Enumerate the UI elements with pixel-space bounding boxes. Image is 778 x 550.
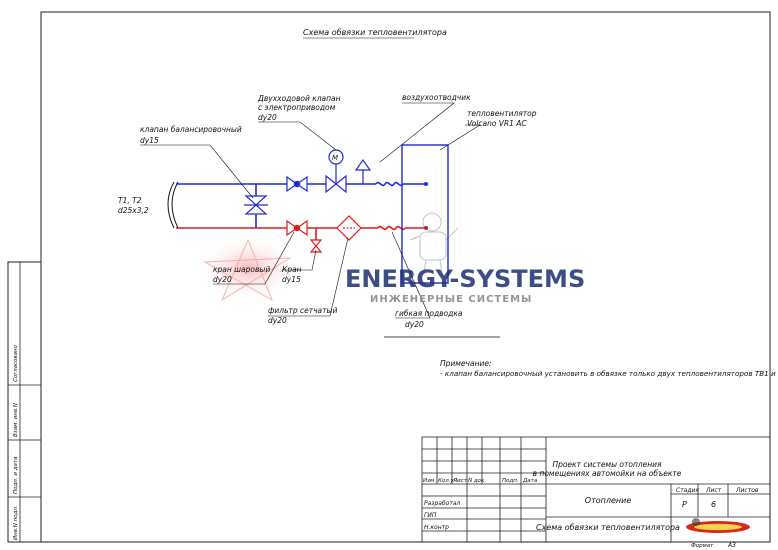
tb-sheets-header: Листов xyxy=(735,487,759,494)
pipe-break xyxy=(167,181,179,229)
label-ball-valve-2: dy20 xyxy=(213,275,232,284)
watermark-star xyxy=(203,238,292,302)
motor-symbol: M xyxy=(332,154,338,162)
stamp-replaced-inv: Взам. инв.N xyxy=(13,403,19,437)
note-text: - клапан балансировочный установить в об… xyxy=(440,369,778,378)
label-two-way-valve-3: dy20 xyxy=(258,113,277,122)
label-drain-valve-1: Кран xyxy=(282,265,302,274)
stamp-agreed: Согласовано xyxy=(13,344,19,382)
tb-col-list: Лист xyxy=(452,478,468,484)
label-ball-valve-1: кран шаровый xyxy=(213,265,270,274)
label-fan-heater-2: Volcano VR1 AC xyxy=(467,119,527,128)
fan-heater-unit xyxy=(401,144,449,284)
tb-stage: Р xyxy=(682,500,687,509)
balancing-valve-symbol xyxy=(244,195,268,215)
label-pipes-2: d25x3,2 xyxy=(118,206,149,215)
drain-valve-symbol xyxy=(309,239,323,253)
stamp-sign-date: Подп. и дата xyxy=(13,456,19,494)
tb-format: А3 xyxy=(727,542,736,549)
supply-ball-valve-symbol xyxy=(286,175,308,193)
tb-section: Отопление xyxy=(585,496,632,505)
tb-col-ndoc: N док. xyxy=(468,478,486,484)
watermark-mascot-icon xyxy=(409,212,459,273)
label-flex-hose-1: гибкая подводка xyxy=(395,309,463,318)
diagram-title: Схема обвязки тепловентилятора xyxy=(303,28,447,37)
label-strainer-2: dy20 xyxy=(268,316,287,325)
tb-project-1: Проект системы отопления xyxy=(552,460,662,469)
label-two-way-valve-2: с электроприводом xyxy=(258,103,336,112)
return-ball-valve-symbol xyxy=(286,219,308,237)
leader-lines xyxy=(140,102,482,319)
label-balancing-valve-2: dy15 xyxy=(140,136,159,145)
tb-col-date: Дата xyxy=(522,478,538,484)
tb-col-podp: Подп. xyxy=(502,478,519,484)
supply-connection xyxy=(424,182,428,186)
label-pipes-1: T1, T2 xyxy=(118,196,142,205)
tb-drawing: Схема обвязки тепловентилятора xyxy=(536,523,680,532)
watermark-subtitle: ИНЖЕНЕРНЫЕ СИСТЕМЫ xyxy=(370,294,532,305)
tb-row-gip: ГИП xyxy=(424,512,437,519)
watermark-brand: ENERGY-SYSTEMS xyxy=(345,265,585,293)
tb-format-label: Формат xyxy=(691,543,714,549)
label-fan-heater-1: тепловентилятор xyxy=(467,109,537,118)
tb-row-norm: Н.контр xyxy=(424,524,449,531)
title-block xyxy=(421,436,771,543)
supply-pipe xyxy=(176,181,426,228)
tb-col-kol: Кол.уч xyxy=(438,478,458,484)
air-vent-symbol xyxy=(354,158,372,184)
tb-row-developer: Разработал xyxy=(424,500,461,507)
watermark: ENERGY-SYSTEMS ИНЖЕНЕРНЫЕ СИСТЕМЫ xyxy=(345,212,585,305)
return-pipe xyxy=(176,225,426,240)
tb-col-izm: Изм. xyxy=(423,478,436,484)
label-drain-valve-2: dy15 xyxy=(282,275,301,284)
tb-project-2: в помещениях автомойки на объекте xyxy=(533,469,682,478)
label-flex-hose-2: dy20 xyxy=(405,320,424,329)
label-balancing-valve-1: клапан балансировочный xyxy=(140,125,242,134)
stamp-orig-inv: Инв.N подл. xyxy=(13,505,19,540)
note-title: Примечание: xyxy=(440,359,492,368)
watermark-glow xyxy=(196,234,300,302)
label-air-vent: воздухоотводчик xyxy=(402,93,471,102)
label-strainer-1: фильтр сетчатый xyxy=(268,306,337,315)
tb-sheet-header: Лист xyxy=(705,487,722,494)
label-two-way-valve-1: Двухходовой клапан xyxy=(257,94,341,103)
strainer-symbol xyxy=(336,215,362,241)
tb-sheet: 6 xyxy=(711,500,716,509)
tb-stage-header: Стадия xyxy=(676,487,699,494)
company-logo xyxy=(686,518,750,533)
side-stamp: Согласовано Взам. инв.N Подп. и дата Инв… xyxy=(7,261,42,543)
return-connection xyxy=(424,226,428,230)
